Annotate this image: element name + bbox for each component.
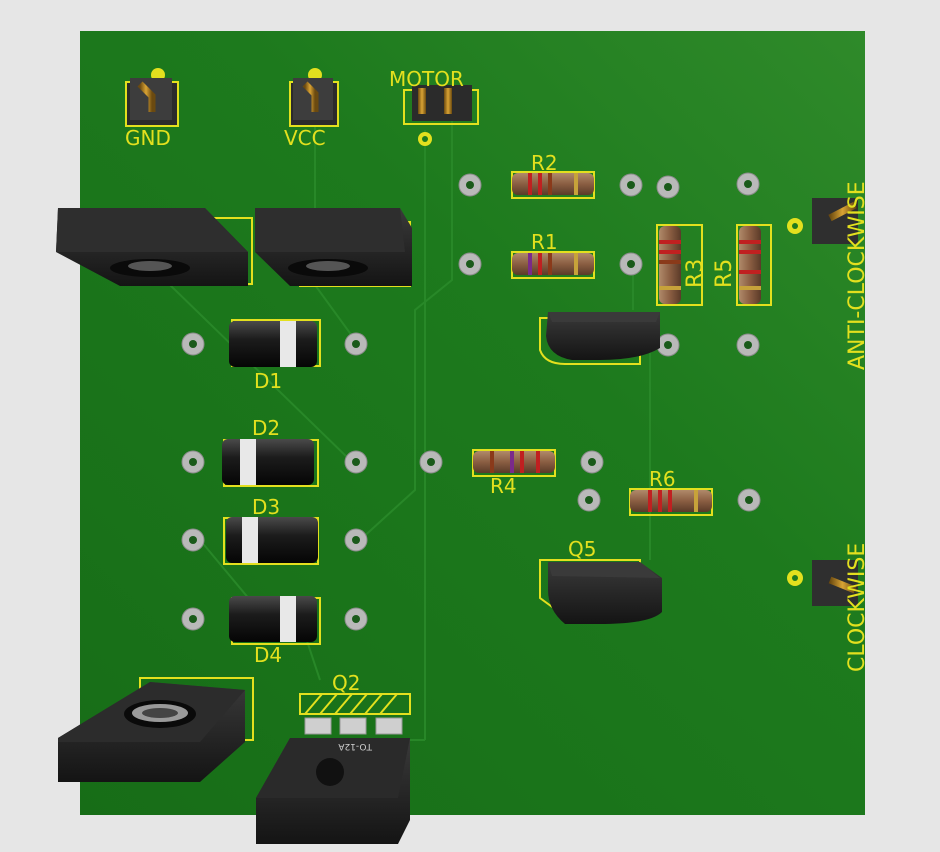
connector-clockwise: CLOCKWISE (787, 543, 870, 672)
resistor-r4: R4 (428, 449, 595, 498)
resistor-r2: R2 (467, 151, 634, 199)
label-vcc: VCC (284, 126, 326, 150)
transistor-q6 (539, 312, 660, 365)
label-r6: R6 (649, 467, 676, 491)
resistor-r5: R5 (712, 181, 772, 348)
label-motor: MOTOR (389, 67, 464, 91)
label-r1: R1 (531, 230, 558, 254)
label-clockwise: CLOCKWISE (845, 543, 870, 672)
diode-d1: D1 (190, 319, 359, 393)
transistor-q5: Q5 (539, 537, 662, 624)
connector-gnd: GND (125, 68, 179, 150)
connector-motor: MOTOR (389, 67, 479, 146)
resistor-r3: R3 (656, 184, 708, 348)
transistor-q2: TO-12A Q2 (256, 671, 411, 844)
label-q5: Q5 (568, 537, 596, 561)
label-d4: D4 (254, 643, 282, 667)
label-r3: R3 (683, 259, 708, 288)
label-d2: D2 (252, 416, 280, 440)
q2-package-text: TO-12A (337, 741, 373, 751)
resistor-r6: R6 (586, 467, 752, 516)
label-gnd: GND (125, 126, 171, 150)
label-r2: R2 (531, 151, 558, 175)
pcb-board (80, 31, 865, 815)
label-q2: Q2 (332, 671, 360, 695)
transistor-q4 (255, 208, 412, 287)
diode-d4: D4 (190, 596, 359, 667)
label-anti-clockwise: ANTI-CLOCKWISE (845, 181, 870, 370)
label-r5: R5 (712, 259, 737, 288)
label-d1: D1 (254, 369, 282, 393)
diode-d2: D2 (190, 416, 359, 487)
resistor-r1: R1 (467, 230, 634, 279)
connector-vcc: VCC (284, 68, 339, 150)
diode-d3: D3 (190, 495, 359, 565)
connector-anti-clockwise: ANTI-CLOCKWISE (787, 181, 870, 370)
transistor-q3 (56, 208, 253, 286)
regulator-bottom-left (58, 677, 254, 782)
label-r4: R4 (490, 474, 517, 498)
label-d3: D3 (252, 495, 280, 519)
